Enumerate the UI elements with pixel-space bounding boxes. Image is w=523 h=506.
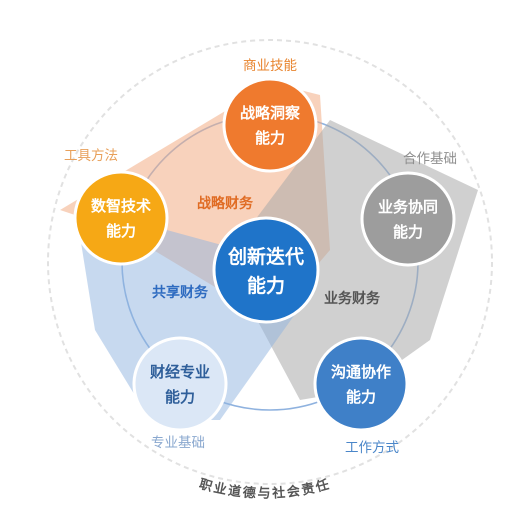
outer-label-digital: 工具方法 [64, 148, 118, 164]
node-finance-pro-line1: 财经专业 [150, 363, 210, 381]
outer-label-strategy: 商业技能 [243, 58, 297, 74]
node-business-line1: 业务协同 [378, 198, 438, 216]
ring-text-path: 职业道德与社会责任 [197, 476, 330, 502]
outer-label-business: 合作基础 [403, 150, 457, 167]
node-digital: 数智技术 能力 [73, 170, 169, 266]
outer-label-finance-pro: 专业基础 [151, 434, 205, 451]
region-shared-finance: 共享财务 [152, 284, 209, 301]
ring-text: 职业道德与社会责任 [197, 476, 332, 502]
node-strategy-line1: 战略洞察 [240, 104, 301, 122]
node-strategy: 战略洞察 能力 [222, 77, 318, 173]
node-finance-pro-line2: 能力 [165, 388, 195, 406]
node-communication-line2: 能力 [346, 388, 376, 406]
node-finance-pro: 财经专业 能力 [132, 336, 228, 432]
center-line1: 创新迭代 [227, 245, 304, 268]
node-business: 业务协同 能力 [360, 171, 456, 267]
outer-dashed-ring [47, 39, 493, 485]
node-communication-line1: 沟通协作 [331, 363, 391, 381]
center-line2: 能力 [247, 274, 285, 297]
outer-label-communication: 工作方式 [345, 440, 399, 456]
center-node: 创新迭代 能力 [212, 216, 320, 324]
node-communication: 沟通协作 能力 [313, 336, 409, 432]
node-digital-line2: 能力 [106, 222, 136, 240]
node-strategy-line2: 能力 [255, 129, 285, 147]
region-strategic-finance: 战略财务 [197, 195, 254, 212]
region-business-finance: 业务财务 [324, 290, 381, 307]
node-digital-line1: 数智技术 [91, 197, 151, 215]
node-business-line2: 能力 [393, 223, 423, 241]
